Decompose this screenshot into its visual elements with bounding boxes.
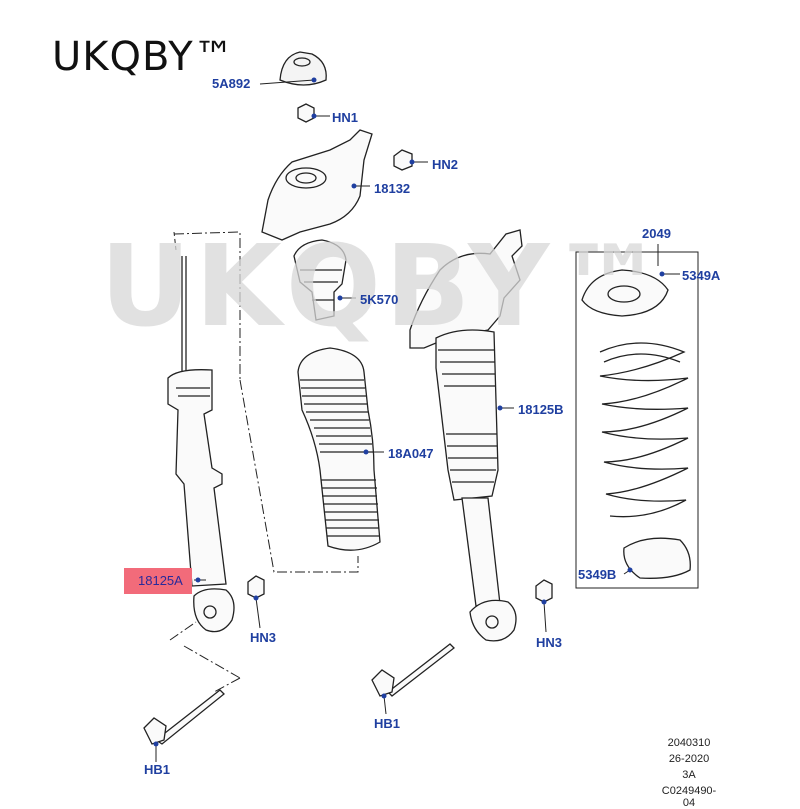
label-hb1-left: HB1 [144,762,171,777]
nut-hn2 [393,149,413,171]
nut-hn1 [297,103,315,123]
assembly-line [173,231,359,573]
bushing-right [469,599,517,642]
label-5349a: 5349A [682,268,721,283]
label-5a892: 5A892 [212,76,251,91]
ref-line-4: C0249490-04 [661,785,717,809]
nut-hn3-left [247,575,265,599]
label-18132: 18132 [374,181,411,196]
boot-18a047 [297,347,381,551]
strut-body-18125b [435,329,499,501]
top-cap-5a892 [279,51,327,86]
label-hn2: HN2 [432,157,459,172]
label-hb1-right: HB1 [374,716,401,731]
label-5k570: 5K570 [360,292,399,307]
bolt-hb1-left [154,689,225,745]
label-hn3-right: HN3 [536,635,563,650]
highlight-box [124,568,192,594]
label-hn3-left: HN3 [250,630,277,645]
label-18a047: 18A047 [388,446,434,461]
shock-18125a [167,369,227,587]
coil-spring-2049 [599,342,689,518]
nut-hn3-right [535,579,553,603]
ref-line-1: 2040310 [667,737,711,749]
ref-line-3: 3A [682,769,696,781]
brand-logo: UKQBY™ [52,34,235,80]
label-18125b: 18125B [518,402,564,417]
label-2049: 2049 [642,226,671,241]
label-18125a: 18125A [138,573,183,588]
strut-top-18125b [409,229,523,349]
ref-line-2: 26-2020 [668,753,710,765]
watermark: UKQBY™ [100,222,670,352]
bolt-hb1-right [387,643,455,697]
bracket-18132 [261,129,373,241]
spring-box [575,251,699,589]
label-hn1: HN1 [332,110,359,125]
seat-5349b [623,537,691,579]
label-5349b: 5349B [578,567,617,582]
bushing-left [193,588,235,633]
seat-5349a [581,269,669,317]
